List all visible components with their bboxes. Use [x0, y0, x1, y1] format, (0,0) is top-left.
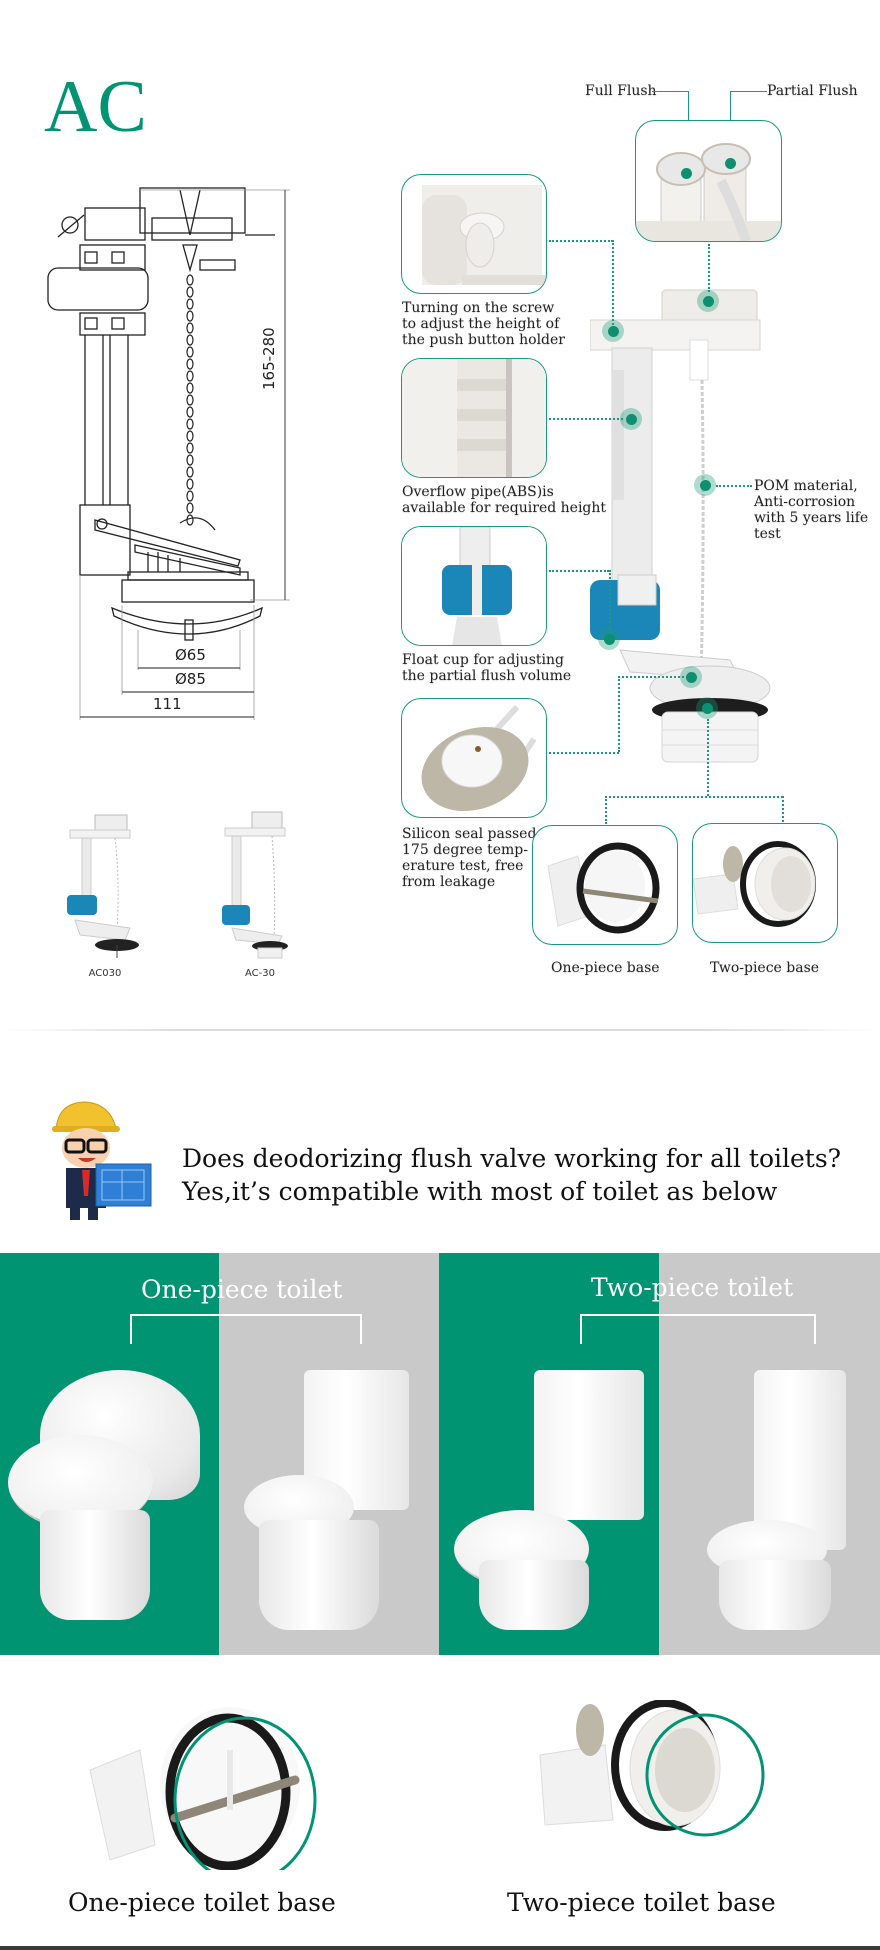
float-cup-icon	[402, 527, 546, 645]
connector-dotted	[612, 240, 614, 328]
connector-dotted	[707, 719, 709, 796]
silicon-seal-caption: Silicon seal passed 175 degree temp- era…	[402, 826, 537, 890]
dim-height-label: 165-280	[260, 327, 278, 390]
float-cup-detail-image	[401, 526, 547, 646]
silicon-seal-detail-image	[401, 698, 547, 818]
brand-title: AC	[44, 66, 147, 148]
full-flush-marker	[679, 166, 693, 180]
two-piece-base-label: Two-piece base	[710, 960, 820, 976]
one-piece-toilet-base-label: One-piece toilet base	[68, 1888, 336, 1917]
connector-dotted	[618, 676, 688, 678]
connector-dotted	[549, 570, 609, 572]
two-piece-base-icon	[693, 841, 816, 927]
connector-dotted	[716, 485, 752, 487]
section-divider	[0, 1029, 880, 1031]
one-piece-toilet-a	[0, 1370, 219, 1630]
flush-valve-thumbnail-icon	[67, 814, 139, 958]
connector-dotted	[605, 796, 607, 824]
one-piece-toilet-label: One-piece toilet	[141, 1275, 343, 1304]
connector-dotted	[618, 676, 620, 752]
two-piece-toilet-base-image	[535, 1699, 785, 1870]
dim-inner-diameter: Ø65	[175, 646, 206, 664]
connector-dotted	[609, 570, 611, 630]
technical-drawing: 165-280 Ø65 Ø85 111	[40, 180, 320, 780]
float-marker	[598, 628, 620, 650]
overflow-pipe-icon	[402, 359, 546, 477]
one-piece-toilet-b	[219, 1370, 439, 1630]
one-piece-base-label: One-piece base	[551, 960, 660, 976]
two-piece-toilet-a	[439, 1370, 659, 1630]
connector-line	[652, 91, 688, 92]
flush-valve-main-image	[589, 280, 790, 780]
variant-label: AC030	[88, 968, 122, 979]
pipe-marker	[620, 408, 642, 430]
one-piece-toilet-base-icon	[89, 1707, 317, 1884]
variant-label: AC-30	[245, 968, 275, 979]
compat-question: Does deodorizing flush valve working for…	[182, 1144, 842, 1173]
partial-flush-marker	[723, 156, 737, 170]
two-piece-bracket	[580, 1314, 816, 1344]
seal-marker	[680, 666, 702, 688]
screw-caption: Turning on the screw to adjust the heigh…	[402, 300, 565, 348]
connector-dotted	[708, 244, 710, 292]
two-piece-base-image	[692, 823, 838, 943]
one-piece-base-image	[532, 825, 678, 945]
adjust-screw-icon	[422, 185, 546, 285]
flush-valve-icon	[589, 289, 771, 763]
screw-detail-image	[401, 174, 547, 294]
push-button-detail-image	[635, 120, 782, 242]
full-flush-label: Full Flush	[585, 83, 657, 99]
two-piece-toilet-base-label: Two-piece toilet base	[507, 1888, 776, 1917]
flush-valve-drawing-icon	[47, 187, 290, 720]
variant-ac030: AC030	[65, 810, 145, 980]
silicon-seal-icon	[421, 704, 537, 812]
chain-note: POM material, Anti-corrosion with 5 year…	[754, 478, 869, 542]
compat-answer: Yes,it’s compatible with most of toilet …	[182, 1177, 778, 1206]
variant-ac-30: AC-30	[220, 810, 300, 980]
one-piece-bracket	[130, 1314, 362, 1344]
two-piece-toilet-base-icon	[539, 1699, 765, 1837]
two-piece-toilet-label: Two-piece toilet	[591, 1273, 794, 1302]
bottom-border	[0, 1946, 880, 1950]
overflow-pipe-caption: Overflow pipe(ABS)is available for requi…	[402, 484, 607, 516]
chain-marker	[694, 474, 716, 496]
engineer-mascot-icon	[52, 1101, 152, 1220]
overflow-pipe-detail-image	[401, 358, 547, 478]
screw-marker	[602, 320, 624, 342]
one-piece-base-icon	[547, 842, 660, 934]
connector-dotted	[605, 796, 783, 798]
connector-dotted	[549, 240, 613, 242]
push-button-icon	[636, 143, 781, 241]
base-marker	[696, 697, 718, 719]
dim-width: 111	[153, 695, 182, 713]
engineer-mascot	[38, 1092, 158, 1224]
dim-outer-diameter: Ø85	[175, 670, 206, 688]
connector-line	[730, 91, 767, 92]
flush-valve-thumbnail-icon	[222, 811, 288, 959]
button-marker	[697, 290, 719, 312]
one-piece-toilet-base-image	[80, 1700, 330, 1884]
two-piece-toilet-b	[659, 1370, 880, 1630]
partial-flush-label: Partial Flush	[767, 83, 858, 99]
float-cup-caption: Float cup for adjusting the partial flus…	[402, 652, 572, 684]
connector-dotted	[782, 796, 784, 822]
connector-dotted	[549, 418, 623, 420]
connector-dotted	[549, 752, 619, 754]
